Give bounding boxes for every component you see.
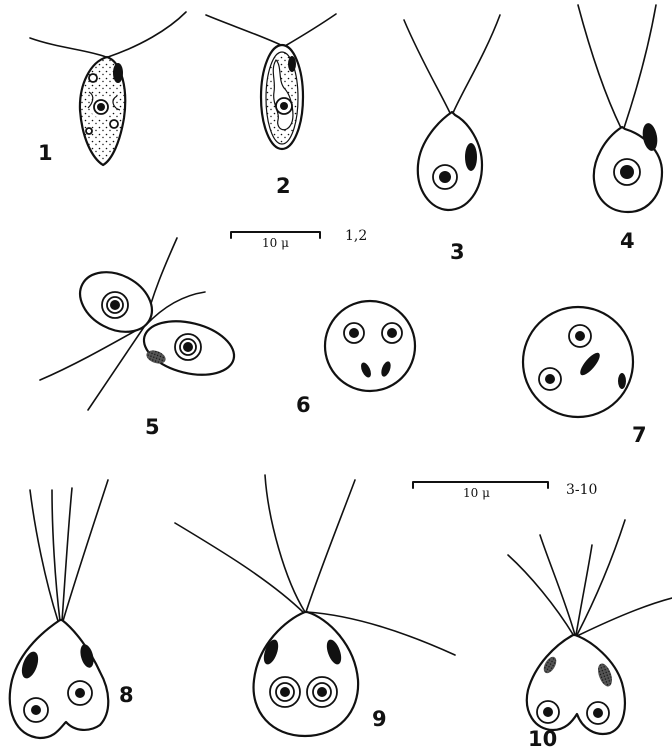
nucleolus bbox=[97, 103, 105, 111]
figure-label: 4 bbox=[620, 229, 635, 253]
nucleolus bbox=[110, 300, 120, 310]
cell-body bbox=[523, 307, 633, 417]
flagellum bbox=[453, 15, 500, 113]
nucleolus bbox=[545, 374, 555, 384]
flagellum bbox=[578, 5, 621, 128]
nucleolus bbox=[620, 165, 634, 179]
nucleolus bbox=[75, 688, 85, 698]
eyespot bbox=[288, 56, 296, 72]
flagellum bbox=[30, 38, 106, 57]
eyespot bbox=[465, 143, 477, 171]
cell-body bbox=[254, 612, 359, 736]
flagellum bbox=[306, 480, 355, 612]
nucleolus bbox=[183, 342, 193, 352]
scale-bar-figures: 3-10 bbox=[566, 482, 597, 498]
scale-bar-2: 10 μ 3-10 bbox=[413, 482, 597, 500]
nucleolus bbox=[439, 171, 451, 183]
cell-body bbox=[325, 301, 415, 391]
nucleolus bbox=[31, 705, 41, 715]
figure-6: 6 bbox=[296, 301, 415, 417]
figure-3: 3 bbox=[404, 15, 500, 264]
figure-5: 5 bbox=[40, 238, 240, 439]
figure-label: 9 bbox=[372, 707, 387, 731]
figure-label: 3 bbox=[450, 240, 465, 264]
scale-bar-length: 10 μ bbox=[463, 486, 490, 500]
vacuole bbox=[89, 74, 97, 82]
vacuole bbox=[86, 128, 92, 134]
flagellum bbox=[206, 15, 283, 46]
figure-label: 8 bbox=[119, 683, 134, 707]
eyespot bbox=[113, 63, 123, 83]
figure-2: 2 bbox=[206, 14, 336, 198]
figure-label: 6 bbox=[296, 393, 311, 417]
figure-10: 10 bbox=[508, 520, 672, 751]
nucleolus bbox=[543, 707, 553, 717]
vacuole bbox=[110, 120, 118, 128]
flagellum bbox=[62, 488, 72, 621]
figure-8: 8 bbox=[10, 480, 134, 738]
nucleolus bbox=[280, 687, 290, 697]
figure-label: 7 bbox=[632, 423, 647, 447]
flagellum bbox=[146, 292, 205, 325]
nucleolus bbox=[280, 102, 288, 110]
nucleolus bbox=[575, 331, 585, 341]
flagellum bbox=[40, 326, 144, 380]
eyespot bbox=[618, 373, 626, 389]
flagellum bbox=[265, 475, 305, 612]
flagellum bbox=[88, 327, 144, 410]
nucleolus bbox=[349, 328, 359, 338]
flagellum bbox=[285, 14, 336, 46]
figure-4: 4 bbox=[578, 5, 662, 253]
nucleolus bbox=[387, 328, 397, 338]
figure-label: 2 bbox=[276, 174, 291, 198]
figure-label: 5 bbox=[145, 415, 160, 439]
nucleolus bbox=[593, 708, 603, 718]
cell-body bbox=[10, 620, 108, 738]
flagellum bbox=[63, 480, 108, 621]
scale-bar-length: 10 μ bbox=[262, 236, 289, 250]
nucleolus bbox=[317, 687, 327, 697]
scale-bar-figures: 1,2 bbox=[345, 228, 367, 244]
flagellum bbox=[577, 598, 672, 636]
figure-label: 10 bbox=[528, 727, 557, 751]
figure-9: 9 bbox=[175, 475, 455, 736]
figure-1: 1 bbox=[30, 12, 186, 165]
flagellum bbox=[508, 555, 574, 636]
figure-label: 1 bbox=[38, 141, 53, 165]
figure-7: 7 bbox=[523, 307, 647, 447]
flagellum bbox=[404, 20, 450, 113]
flagellum bbox=[52, 490, 60, 621]
flagellum bbox=[540, 535, 575, 635]
flagellum bbox=[624, 5, 656, 128]
flagellum bbox=[108, 12, 186, 57]
scale-bar-1: 10 μ 1,2 bbox=[231, 228, 367, 250]
